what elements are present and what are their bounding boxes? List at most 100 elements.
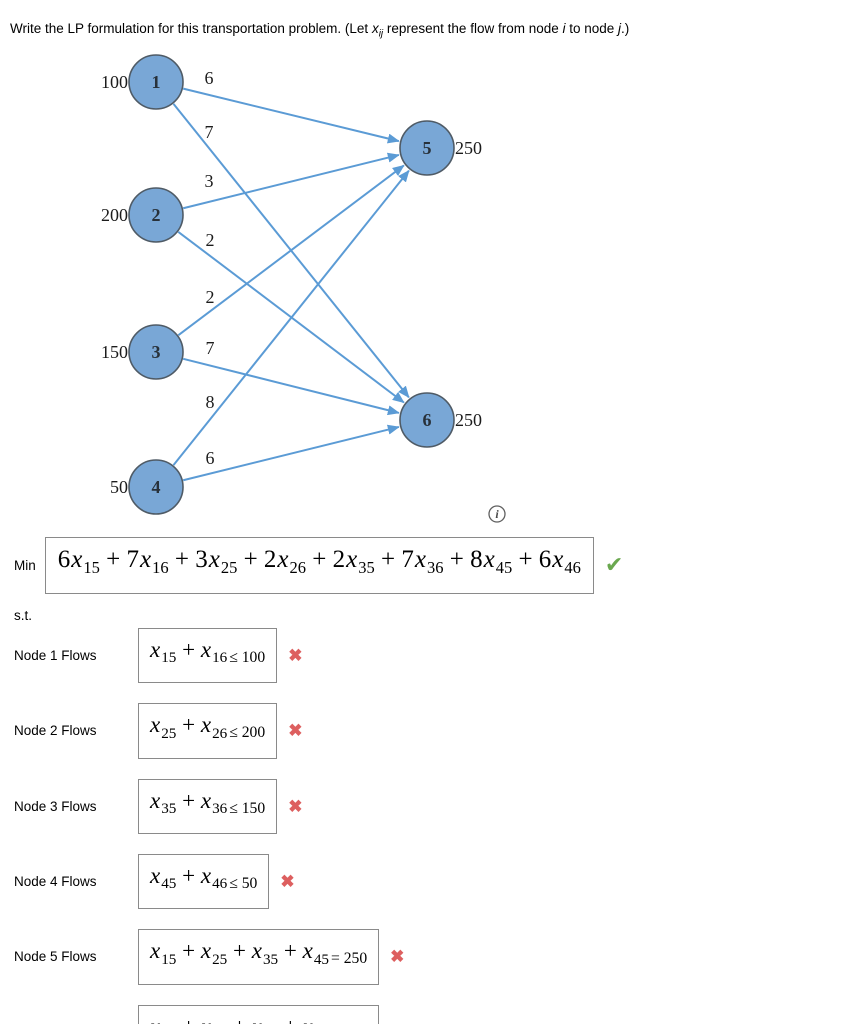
incorrect-icon: ✖ <box>288 796 303 816</box>
plus-operator: + <box>176 712 201 738</box>
variable-subscript: 45 <box>313 950 330 968</box>
coefficient: 7 <box>126 546 139 573</box>
variable-subscript: 46 <box>212 875 228 893</box>
coefficient: 2 <box>332 546 346 573</box>
coefficient: 3 <box>195 546 208 573</box>
constraint-label: Node 1 Flows <box>14 648 97 664</box>
arc-cost-1-5: 6 <box>205 68 214 88</box>
variable-subscript: 26 <box>212 724 228 742</box>
variable: x <box>251 938 262 964</box>
title-text: Write the LP formulation for this transp… <box>10 20 372 36</box>
arc-4-6 <box>182 424 400 482</box>
variable: x <box>200 862 212 888</box>
coefficient: 2 <box>263 546 277 573</box>
arc-cost-2-6: 2 <box>206 230 215 250</box>
arc-cost-2-5: 3 <box>205 171 214 191</box>
variable-subscript: 45 <box>161 875 177 893</box>
variable: x <box>200 637 212 662</box>
node-2 <box>128 187 184 243</box>
variable-subscript: 15 <box>161 649 177 667</box>
variable-subscript: 35 <box>358 557 375 577</box>
variable-subscript: 16 <box>212 649 228 667</box>
constraints-list: Node 1 Flows x15 + x16≤ 100 ✖ Node 2 Flows x… <box>14 628 404 1024</box>
variable: x <box>201 1014 211 1024</box>
constraint-label: Node 3 Flows <box>14 798 97 814</box>
constraint-input-box-node-3-flows[interactable]: x35 + x36≤ 150 <box>138 778 278 834</box>
variable: x <box>139 546 152 573</box>
node-label-4: 4 <box>152 477 161 497</box>
variable: x <box>71 546 83 573</box>
supply-label-2: 200 <box>101 205 128 225</box>
plus-operator: + <box>237 546 264 573</box>
title-text: to node <box>565 20 619 36</box>
variable-subscript: 15 <box>83 557 100 577</box>
node-label-1: 1 <box>152 72 161 92</box>
constraint-row-node-6-flows: Node 6 Flowsx16 + x26 + x36 + x46= 250✖ <box>14 1004 404 1024</box>
variable: x <box>150 938 161 964</box>
objective-input-box[interactable]: 6x15 + 7x16 + 3x25 + 2x26 + 2x35 + 7x36 … <box>44 537 594 594</box>
node-label-6: 6 <box>423 410 432 430</box>
plus-operator: + <box>176 637 201 662</box>
variable-subscript: 25 <box>220 557 238 577</box>
page-title: Write the LP formulation for this transp… <box>10 20 836 43</box>
info-icon-glyph: i <box>495 507 499 521</box>
correct-icon: ✔ <box>604 552 624 578</box>
arc-cost-1-6: 7 <box>205 122 214 142</box>
variable-subscript: 36 <box>426 557 444 577</box>
variable-subscript: 35 <box>161 799 177 817</box>
node-5 <box>399 120 455 176</box>
plus-operator: + <box>227 938 252 964</box>
constraint-input-box-node-5-flows[interactable]: x15 + x25 + x35 + x45= 250 <box>138 929 380 985</box>
variable: x <box>277 546 289 573</box>
arc-cost-3-6: 7 <box>206 338 215 358</box>
constraint-input-box-node-1-flows[interactable]: x15 + x16≤ 100 <box>138 628 278 684</box>
variable: x <box>483 546 495 573</box>
arc-3-6 <box>182 357 400 416</box>
constraint-input-box-node-4-flows[interactable]: x45 + x46≤ 50 <box>138 853 270 910</box>
incorrect-icon: ✖ <box>280 872 295 892</box>
coefficient: 8 <box>470 546 483 573</box>
constraint-label: Node 2 Flows <box>14 723 97 739</box>
plus-operator: + <box>168 546 196 573</box>
variable-subscript: 25 <box>212 950 228 968</box>
plus-operator: + <box>443 546 471 573</box>
relation-rhs: ≤ 150 <box>229 799 266 817</box>
info-layer: i <box>488 505 506 523</box>
subject-to-label: s.t. <box>14 608 33 623</box>
constraint-label: Node 4 Flows <box>14 874 97 890</box>
node-label-3: 3 <box>152 342 161 362</box>
plus-operator: + <box>176 1014 200 1024</box>
supply-label-4: 50 <box>110 477 128 497</box>
variable-subscript: 26 <box>289 557 307 577</box>
variable: x <box>150 712 161 738</box>
plus-operator: + <box>512 546 539 573</box>
constraint-input-box-node-2-flows[interactable]: x25 + x26≤ 200 <box>138 703 278 759</box>
title-text: represent the flow from node <box>383 20 563 36</box>
variable-subscript: 45 <box>495 557 513 577</box>
supply-label-3: 150 <box>101 342 128 362</box>
variable: x <box>303 1014 313 1024</box>
variable-subscript: 25 <box>161 724 177 742</box>
constraint-input-box-node-6-flows[interactable]: x16 + x26 + x36 + x46= 250 <box>138 1004 380 1024</box>
variable-subscript: 36 <box>212 799 228 817</box>
arc-cost-4-6: 6 <box>206 448 215 468</box>
arc-cost-3-5: 2 <box>206 287 215 307</box>
variable: x <box>150 637 161 662</box>
arc-cost-4-5: 8 <box>206 392 215 412</box>
variable-subscript: 46 <box>564 557 581 577</box>
variable: x <box>414 546 426 573</box>
info-icon[interactable]: i <box>488 505 506 523</box>
plus-operator: + <box>176 787 201 813</box>
variable: x <box>150 787 161 813</box>
plus-operator: + <box>278 938 303 964</box>
variable: x <box>252 1014 262 1024</box>
edges-layer: 6 7 3 2 2 7 8 6 <box>172 68 410 482</box>
demand-label-6: 250 <box>455 410 482 430</box>
